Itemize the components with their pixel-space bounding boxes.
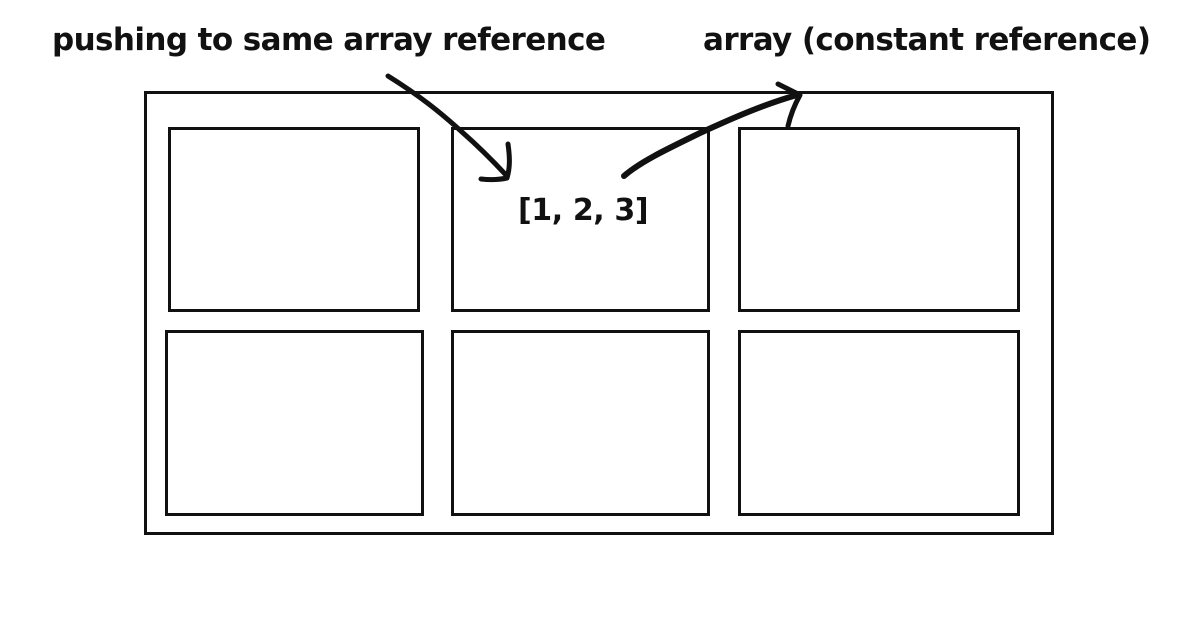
array-value-text: [1, 2, 3] (518, 193, 649, 228)
grid-cell-4 (165, 330, 424, 516)
array-reference-label: array (constant reference) (703, 22, 1151, 58)
array-container-box (144, 91, 1054, 535)
grid-cell-5 (451, 330, 710, 516)
grid-cell-3 (738, 127, 1020, 312)
grid-cell-6 (738, 330, 1020, 516)
grid-cell-2 (451, 127, 710, 312)
pushing-label: pushing to same array reference (52, 22, 606, 58)
grid-cell-1 (168, 127, 420, 312)
